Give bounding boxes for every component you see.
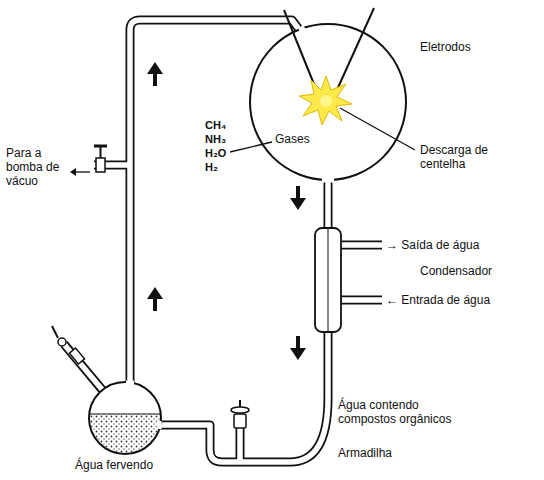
- boiling-water-label: Água fervendo: [75, 458, 153, 472]
- spark-leader: [340, 108, 415, 150]
- side-arm-stopper: [52, 326, 85, 364]
- electrodes: [284, 8, 374, 94]
- water-surface: [90, 414, 160, 415]
- vacuum-arrow: [70, 168, 90, 176]
- vacuum-pump-label: Para a bomba de vácuo: [6, 146, 66, 188]
- flow-arrows: [147, 62, 306, 360]
- flask-outlet: [322, 178, 334, 183]
- gases-leader: [230, 142, 272, 152]
- flask-inlet: [300, 27, 304, 31]
- reaction-flask: [250, 24, 406, 180]
- flask-neck: [126, 381, 134, 386]
- spark: [299, 76, 352, 125]
- water-inlet-label: ← Entrada de água: [386, 293, 490, 307]
- flask-side-inlet: [157, 421, 162, 429]
- boiling-flask: [89, 382, 161, 454]
- water-outlet-label: → Saída de água: [386, 238, 479, 252]
- trap-label: Armadilha: [338, 446, 392, 460]
- condenser-core: [328, 228, 329, 332]
- formula-label: H₂: [205, 160, 218, 174]
- gases-label: Gases: [275, 132, 310, 146]
- spark-label: Descarga de centelha: [420, 143, 510, 171]
- formula-label: CH₄: [205, 118, 226, 132]
- boiling-water: [90, 414, 160, 453]
- condenser-label: Condensador: [420, 264, 492, 278]
- condenser: [315, 228, 341, 332]
- trap-stopcock: [231, 400, 249, 428]
- organic-water-label: Água contendo compostos orgânicos: [338, 398, 463, 426]
- vacuum-stopcock: [94, 146, 107, 172]
- formula-label: NH₃: [205, 132, 226, 146]
- spark-core: [320, 95, 332, 107]
- formula-label: H₂O: [205, 146, 226, 160]
- electrodes-label: Eletrodos: [420, 40, 471, 54]
